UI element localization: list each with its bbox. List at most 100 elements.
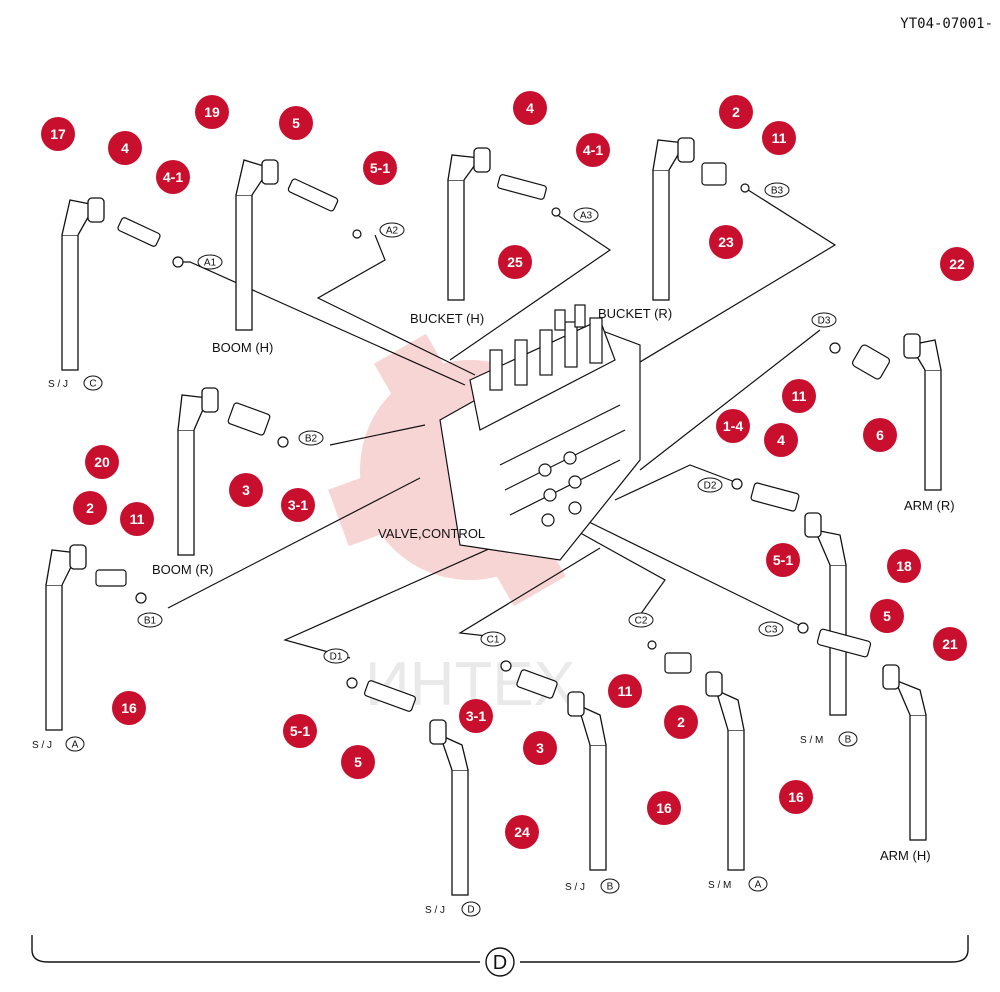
connector-tag-text: D1 (330, 652, 343, 663)
section-bracket (31, 935, 969, 963)
labels: BOOM (H) BOOM (R) BUCKET (H) BUCKET (R) … (32, 306, 955, 916)
callout-circle (782, 379, 816, 413)
label-sj-a: S / J (32, 740, 52, 751)
connector-tag-text: A (755, 880, 762, 891)
callout-circle (709, 225, 743, 259)
connector-tag-text: D (467, 905, 474, 916)
connector-tag-text: B2 (305, 434, 318, 445)
hose-22 (903, 333, 942, 491)
hose-24 (429, 719, 469, 896)
hose-23 (652, 137, 695, 301)
connector-tag-b3 (764, 182, 790, 198)
connector-tag-b2 (298, 430, 324, 446)
hose-21 (882, 664, 927, 841)
connector-tag-text: B3 (771, 186, 784, 197)
connector-tag-text: D2 (704, 481, 717, 492)
callout-circle (85, 445, 119, 479)
callout-number: 20 (94, 454, 110, 470)
connector-tag-a (748, 876, 768, 892)
label-sj-b: S / J (565, 882, 585, 893)
callout-circle (41, 117, 75, 151)
callout-number: 17 (50, 126, 66, 142)
callout-circle (647, 791, 681, 825)
callout-number: 11 (792, 388, 807, 404)
connector-tag-text: A2 (386, 226, 399, 237)
callout-circle (195, 95, 229, 129)
callout-number: 4 (526, 100, 534, 116)
callout-number: 24 (514, 824, 530, 840)
callout-number: 19 (204, 104, 220, 120)
connector-tag-text: C (89, 379, 96, 390)
callout-number: 23 (718, 234, 734, 250)
connector-tag-d3 (811, 312, 837, 328)
connector-tag-text: A (72, 740, 79, 751)
connector-tag-a3 (573, 207, 599, 223)
connector-tag-text: B (845, 735, 852, 746)
callout-circle (229, 473, 263, 507)
callout-circle (716, 409, 750, 443)
hose-20 (177, 387, 219, 556)
hose-17 (61, 197, 105, 371)
callout-circle (523, 731, 557, 765)
callout-circle (459, 699, 493, 733)
connector-tag-a1 (197, 254, 223, 270)
connector-tag-d2 (697, 477, 723, 493)
callout-number: 3-1 (466, 708, 486, 724)
section-circle (485, 947, 515, 977)
callout-number: 6 (876, 427, 884, 443)
callout-number: 16 (788, 789, 804, 805)
connector-tag-c3 (758, 621, 784, 637)
connector-tag-text: B (607, 882, 614, 893)
label-bucket-r: BUCKET (R) (598, 306, 672, 321)
connector-tag-a2 (379, 222, 405, 238)
hoses (45, 137, 942, 896)
connector-tag-text: A3 (580, 211, 593, 222)
hose-18 (804, 512, 847, 716)
callout-circle (505, 815, 539, 849)
callout-circle (341, 745, 375, 779)
callout-number: 2 (86, 500, 94, 516)
callout-number: 21 (942, 636, 958, 652)
callout-circle (719, 95, 753, 129)
label-sm-a: S / M (708, 880, 731, 891)
callout-number: 2 (732, 104, 740, 120)
callout-number: 5 (292, 115, 300, 131)
label-sj-c: S / J (48, 379, 68, 390)
connector-tag-text: C1 (487, 635, 500, 646)
hose-19 (235, 159, 279, 331)
label-boom-r: BOOM (R) (152, 562, 213, 577)
hose-25 (447, 147, 491, 301)
callout-circle (112, 691, 146, 725)
connector-tag-c2 (628, 612, 654, 628)
connector-tag-c (83, 375, 103, 391)
hose-16c (705, 671, 745, 871)
callout-number: 4-1 (583, 142, 603, 158)
callout-number: 2 (677, 714, 685, 730)
control-valve (439, 304, 641, 561)
callout-number: 3-1 (288, 497, 308, 513)
hose-16a (45, 544, 87, 731)
callout-number: 5-1 (773, 552, 793, 568)
callout-number: 16 (656, 800, 672, 816)
fittings (95, 162, 890, 712)
connector-tag-b1 (137, 612, 163, 628)
label-boom-h: BOOM (H) (212, 340, 273, 355)
hose-16b (567, 691, 607, 871)
connector-tag-a (65, 736, 85, 752)
label-sm-b: S / M (800, 735, 823, 746)
callout-circle (279, 106, 313, 140)
callout-circle (73, 491, 107, 525)
callout-circle (120, 502, 154, 536)
callout-number: 11 (130, 511, 145, 527)
callout-circle (498, 245, 532, 279)
callout-number: 11 (618, 683, 633, 699)
callout-number: 4 (777, 432, 785, 448)
callout-number: 4-1 (163, 169, 183, 185)
callout-circle (863, 418, 897, 452)
routing-lines (167, 187, 837, 659)
connector-tag-text: C2 (635, 616, 648, 627)
callout-circle (608, 674, 642, 708)
connector-tag-text: B1 (144, 616, 157, 627)
